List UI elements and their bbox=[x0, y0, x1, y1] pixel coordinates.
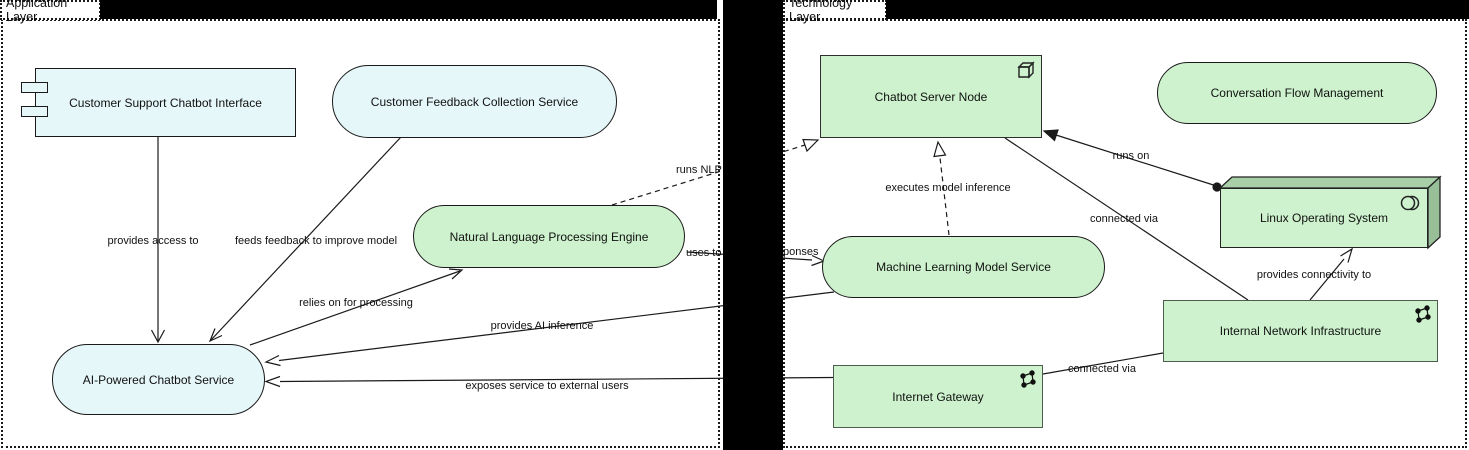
node-cube-icon bbox=[1016, 60, 1036, 80]
relation-label-exposes: exposes service to external users bbox=[465, 380, 629, 392]
element-natural-language-processing-engine[interactable]: Natural Language Processing Engine bbox=[413, 205, 685, 268]
relation-label-connected-via-node: connected via bbox=[1090, 213, 1158, 225]
element-customer-support-chatbot-interface[interactable]: Customer Support Chatbot Interface bbox=[21, 68, 296, 137]
group-label-text: Technology Layer bbox=[789, 0, 853, 24]
element-label: AI-Powered Chatbot Service bbox=[82, 372, 235, 387]
relation-label-responses-fragment: ponses bbox=[783, 246, 819, 258]
element-label: Linux Operating System bbox=[1259, 211, 1389, 225]
element-chatbot-server-node[interactable]: Chatbot Server Node bbox=[820, 55, 1042, 138]
redaction-bar-vertical bbox=[723, 0, 783, 450]
element-label: Chatbot Server Node bbox=[874, 89, 988, 104]
component-icon bbox=[21, 82, 48, 93]
relation-label-runs-nlp: runs NLP bbox=[676, 164, 722, 176]
element-label: Conversation Flow Management bbox=[1210, 86, 1384, 100]
relation-label-connected-via-gateway: connected via bbox=[1068, 363, 1136, 375]
relation-label-uses-to: uses to bbox=[686, 247, 722, 259]
element-label: Natural Language Processing Engine bbox=[449, 229, 649, 244]
redaction-bar-top-left bbox=[100, 0, 717, 19]
element-label: Customer Support Chatbot Interface bbox=[69, 95, 262, 110]
element-internal-network-infrastructure[interactable]: Internal Network Infrastructure bbox=[1163, 300, 1438, 362]
relation-label-runs-on: runs on bbox=[1112, 150, 1150, 162]
technology-layer-label: Technology Layer bbox=[783, 0, 887, 24]
element-conversation-flow-management[interactable]: Conversation Flow Management bbox=[1157, 62, 1437, 124]
application-layer-label: Application Layer bbox=[0, 0, 101, 24]
relation-label-feeds-feedback: feeds feedback to improve model bbox=[234, 235, 398, 247]
relation-label-provides-connectivity: provides connectivity to bbox=[1256, 269, 1372, 281]
redaction-bar-top-right bbox=[886, 0, 1469, 19]
network-icon bbox=[1019, 370, 1037, 388]
element-internet-gateway[interactable]: Internet Gateway bbox=[833, 365, 1043, 428]
element-label: Customer Feedback Collection Service bbox=[370, 94, 579, 109]
element-ai-powered-chatbot-service[interactable]: AI-Powered Chatbot Service bbox=[52, 344, 265, 415]
element-label: Internet Gateway bbox=[892, 389, 984, 404]
element-machine-learning-model-service[interactable]: Machine Learning Model Service bbox=[822, 236, 1105, 298]
component-icon bbox=[21, 106, 48, 117]
group-label-text: Application Layer bbox=[6, 0, 68, 24]
element-linux-operating-system[interactable]: Linux Operating System bbox=[1220, 188, 1428, 248]
relation-label-provides-inference: provides AI inference bbox=[490, 320, 594, 332]
relation-label-executes: executes model inference bbox=[885, 182, 1011, 194]
relation-label-provides-access: provides access to bbox=[107, 235, 199, 247]
network-icon bbox=[1414, 305, 1432, 323]
system-software-icon bbox=[1398, 193, 1422, 213]
element-customer-feedback-collection-service[interactable]: Customer Feedback Collection Service bbox=[332, 65, 617, 138]
element-label: Machine Learning Model Service bbox=[876, 260, 1051, 274]
element-label: Internal Network Infrastructure bbox=[1219, 324, 1382, 338]
relation-label-relies-on: relies on for processing bbox=[299, 297, 413, 309]
